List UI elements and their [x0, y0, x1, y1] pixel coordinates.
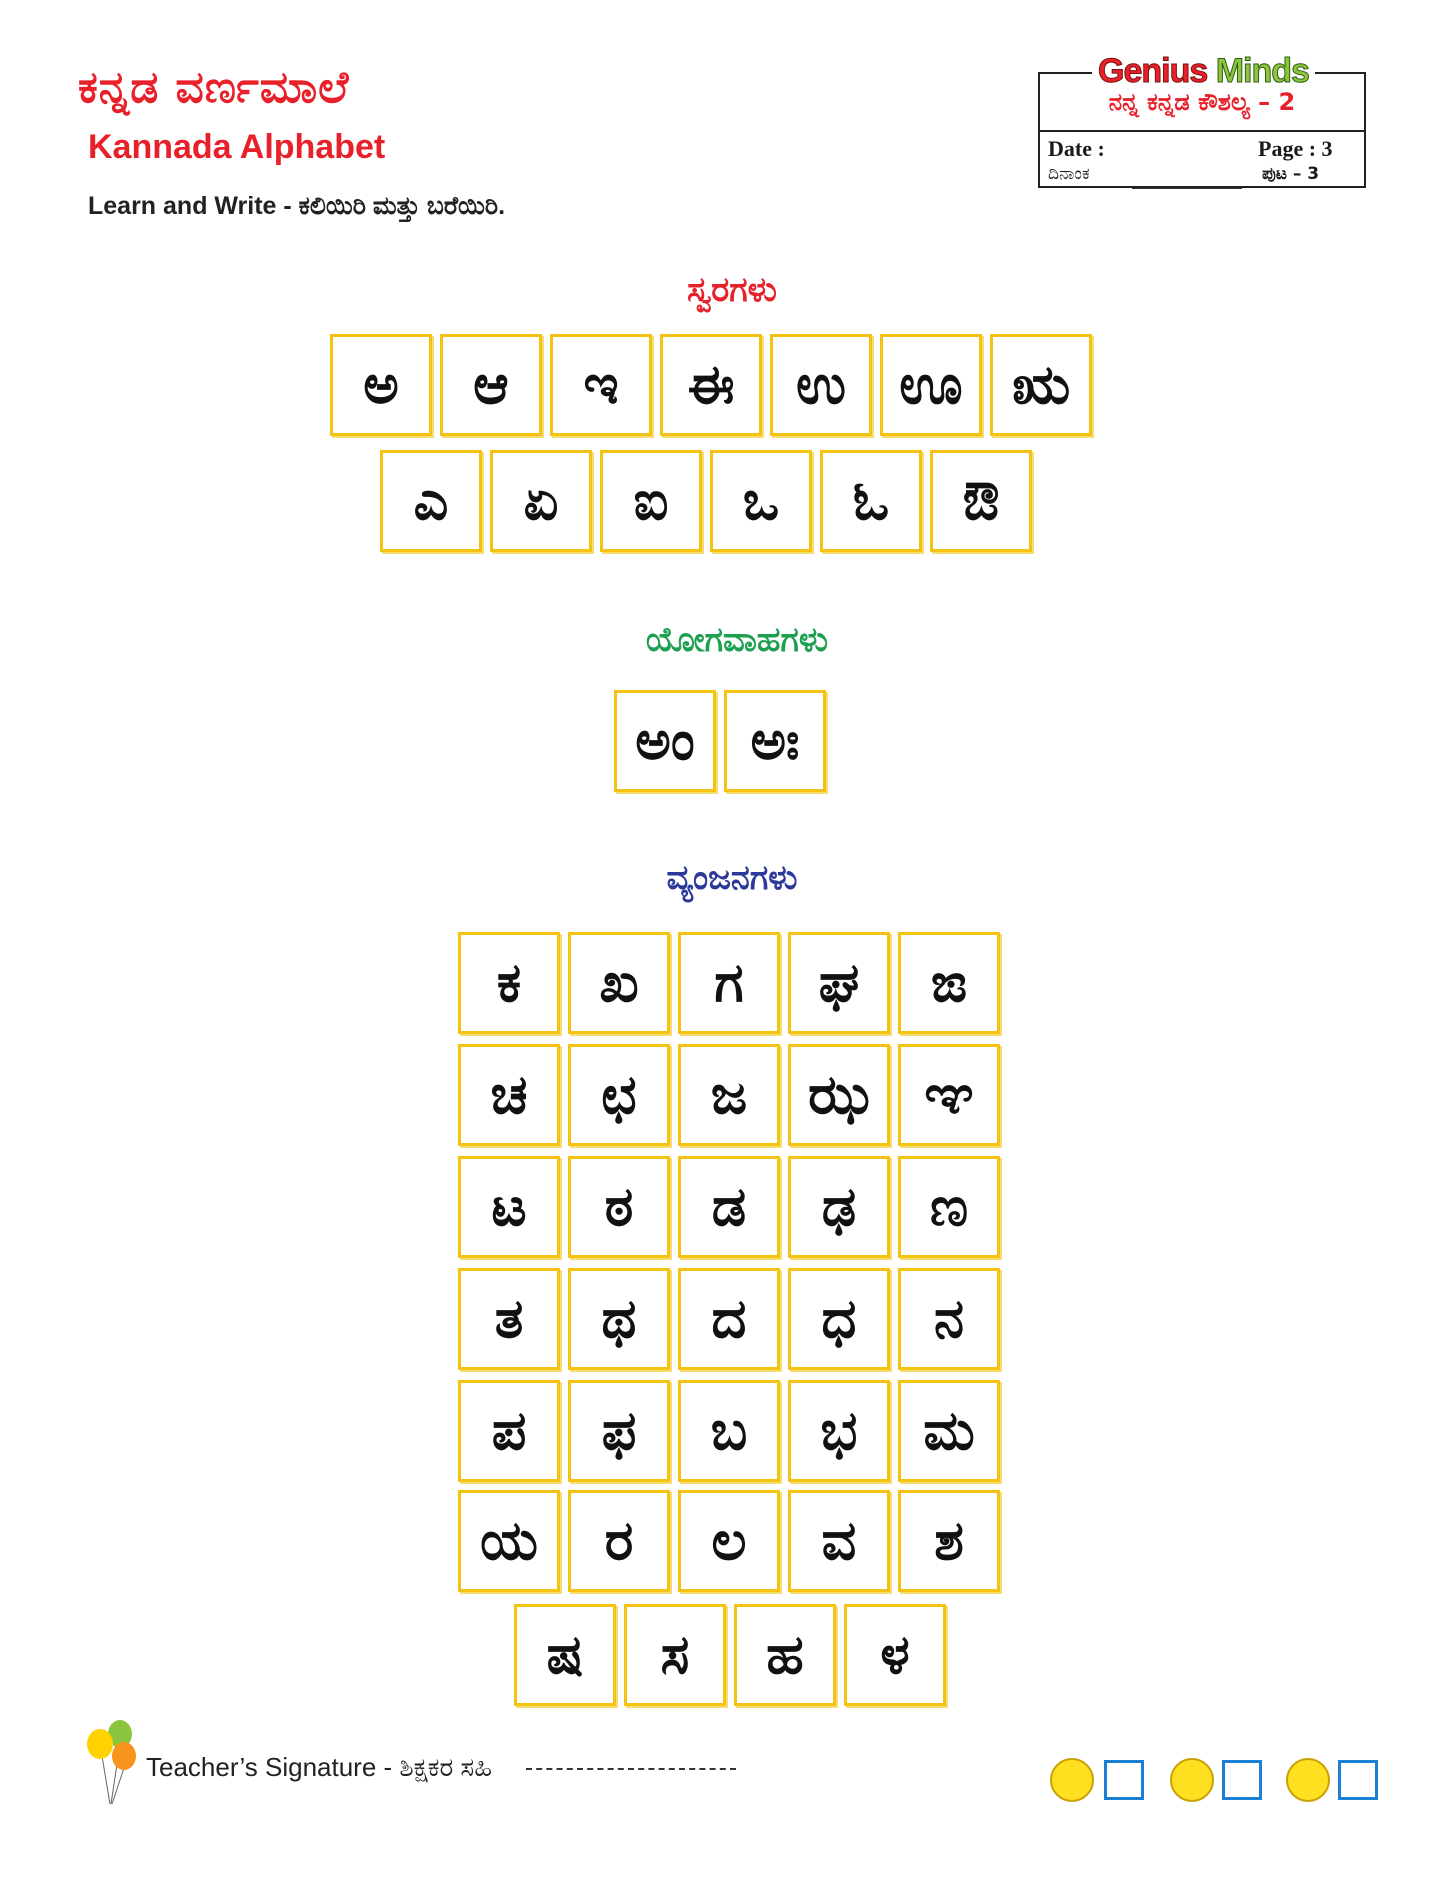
- teacher-signature-label: Teacher’s Signature - ಶಿಕ್ಷಕರ ಸಹಿ: [146, 1752, 493, 1782]
- letter-tile: ಳ: [844, 1604, 946, 1706]
- letter-tile: ಇ: [550, 334, 652, 436]
- rating-checkbox-good[interactable]: [1222, 1760, 1262, 1800]
- letter-tile: ಹ: [734, 1604, 836, 1706]
- page-label-english: Page : 3: [1258, 136, 1333, 161]
- vyanjana-row-1: ಕ ಖ ಗ ಘ ಙ: [458, 932, 1000, 1034]
- vyanjana-row-6: ಯ ರ ಲ ವ ಶ: [458, 1490, 1000, 1592]
- vyanjana-row-2: ಚ ಛ ಜ ಝ ಞ: [458, 1044, 1000, 1146]
- letter-tile: ಘ: [788, 932, 890, 1034]
- letter-tile: ಷ: [514, 1604, 616, 1706]
- letter-tile: ನ: [898, 1268, 1000, 1370]
- letter-tile: ಏ: [490, 450, 592, 552]
- page-title-kannada: ಕನ್ನಡ ವರ್ಣಮಾಲೆ: [78, 62, 350, 113]
- letter-tile: ಫ: [568, 1380, 670, 1482]
- letter-tile: ಊ: [880, 334, 982, 436]
- vyanjana-row-4: ತ ಥ ದ ಧ ನ: [458, 1268, 1000, 1370]
- letter-tile: ಢ: [788, 1156, 890, 1258]
- laughing-face-icon: [1050, 1758, 1094, 1802]
- letter-tile: ಚ: [458, 1044, 560, 1146]
- section-title-swaragalu: ಸ್ವರಗಳು: [687, 270, 777, 310]
- smiling-face-icon: [1170, 1758, 1214, 1802]
- letter-tile: ಅಂ: [614, 690, 716, 792]
- swara-row-2: ಎ ಏ ಐ ಒ ಓ ಔ: [380, 450, 1032, 552]
- date-label-english: Date :: [1048, 136, 1105, 161]
- brand-logo: Genius Minds: [1092, 52, 1315, 91]
- letter-tile: ಋ: [990, 334, 1092, 436]
- letter-tile: ಬ: [678, 1380, 780, 1482]
- letter-tile: ತ: [458, 1268, 560, 1370]
- letter-tile: ವ: [788, 1490, 890, 1592]
- letter-tile: ಗ: [678, 932, 780, 1034]
- letter-tile: ಶ: [898, 1490, 1000, 1592]
- vyanjana-row-3: ಟ ಠ ಡ ಢ ಣ: [458, 1156, 1000, 1258]
- letter-tile: ಥ: [568, 1268, 670, 1370]
- section-title-yogavahagalu: ಯೋಗವಾಹಗಳು: [645, 620, 829, 660]
- letter-tile: ಮ: [898, 1380, 1000, 1482]
- letter-tile: ಜ: [678, 1044, 780, 1146]
- swara-row-1: ಅ ಆ ಇ ಈ ಉ ಊ ಋ: [330, 334, 1092, 436]
- rating-checkbox-excellent[interactable]: [1104, 1760, 1144, 1800]
- date-label-kannada: ದಿನಾಂಕ: [1048, 164, 1090, 184]
- page-label-kannada: ಪುಟ – 3: [1262, 164, 1320, 184]
- letter-tile: ಉ: [770, 334, 872, 436]
- letter-tile: ಅಃ: [724, 690, 826, 792]
- page-title-english: Kannada Alphabet: [88, 128, 386, 166]
- letter-tile: ಞ: [898, 1044, 1000, 1146]
- letter-tile: ಲ: [678, 1490, 780, 1592]
- header-divider: [1038, 130, 1366, 132]
- letter-tile: ದ: [678, 1268, 780, 1370]
- letter-tile: ಈ: [660, 334, 762, 436]
- rating-checkbox-average[interactable]: [1338, 1760, 1378, 1800]
- letter-tile: ಖ: [568, 932, 670, 1034]
- vyanjana-row-7: ಷ ಸ ಹ ಳ: [514, 1604, 946, 1706]
- letter-tile: ಧ: [788, 1268, 890, 1370]
- letter-tile: ಛ: [568, 1044, 670, 1146]
- letter-tile: ಟ: [458, 1156, 560, 1258]
- neutral-face-icon: [1286, 1758, 1330, 1802]
- letter-tile: ಆ: [440, 334, 542, 436]
- letter-tile: ಎ: [380, 450, 482, 552]
- brand-word-genius: Genius: [1097, 52, 1208, 91]
- balloons-icon: [87, 1720, 136, 1805]
- letter-tile: ಓ: [820, 450, 922, 552]
- instruction-text: Learn and Write - ಕಲಿಯಿರಿ ಮತ್ತು ಬರೆಯಿರಿ.: [88, 192, 506, 220]
- letter-tile: ಠ: [568, 1156, 670, 1258]
- letter-tile: ಭ: [788, 1380, 890, 1482]
- letter-tile: ಕ: [458, 932, 560, 1034]
- letter-tile: ಒ: [710, 450, 812, 552]
- letter-tile: ಡ: [678, 1156, 780, 1258]
- vyanjana-row-5: ಪ ಫ ಬ ಭ ಮ: [458, 1380, 1000, 1482]
- date-write-line[interactable]: [1132, 188, 1242, 189]
- book-title: ನನ್ನ ಕನ್ನಡ ಕೌಶಲ್ಯ – 2: [1108, 88, 1296, 116]
- yoga-row: ಅಂ ಅಃ: [614, 690, 826, 792]
- signature-line[interactable]: [526, 1768, 736, 1770]
- letter-tile: ಅ: [330, 334, 432, 436]
- letter-tile: ಝ: [788, 1044, 890, 1146]
- section-title-vyanjanagalu: ವ್ಯಂಜನಗಳು: [666, 858, 798, 898]
- letter-tile: ಪ: [458, 1380, 560, 1482]
- letter-tile: ಙ: [898, 932, 1000, 1034]
- brand-word-minds: Minds: [1215, 52, 1310, 91]
- letter-tile: ಣ: [898, 1156, 1000, 1258]
- letter-tile: ರ: [568, 1490, 670, 1592]
- letter-tile: ಐ: [600, 450, 702, 552]
- letter-tile: ಸ: [624, 1604, 726, 1706]
- letter-tile: ಔ: [930, 450, 1032, 552]
- letter-tile: ಯ: [458, 1490, 560, 1592]
